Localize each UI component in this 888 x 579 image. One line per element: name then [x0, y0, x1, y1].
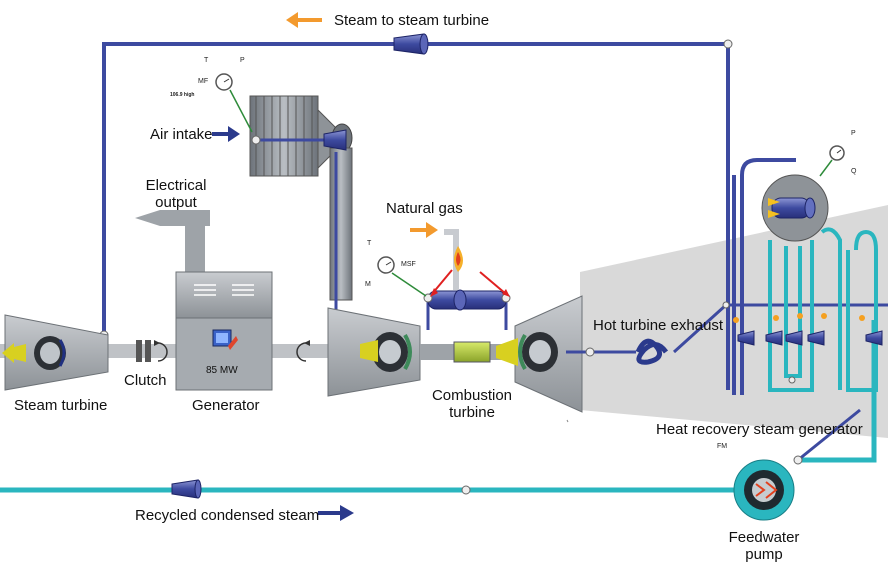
air-intake-gauge-icon: [215, 73, 253, 133]
hot-turbine-exhaust-label: Hot turbine exhaust: [593, 317, 724, 334]
exhaust-heat-coil-icon: [635, 338, 669, 365]
generator-label: Generator: [192, 397, 260, 414]
air-gauge-t: T: [204, 57, 209, 64]
steam-to-turbine-label: Steam to steam turbine: [334, 12, 490, 29]
pump-meter-fm: FM: [717, 443, 728, 450]
generator-output-value: 85 MW: [206, 365, 238, 376]
electrical-output-label: Electrical output: [140, 177, 212, 211]
feedwater-pump: [733, 459, 795, 521]
gas-gauge-icon: [377, 256, 427, 297]
generator-shaft-rotation-icon: [296, 342, 307, 362]
combustor-core: [453, 341, 491, 363]
drum-gauge-p: P: [851, 130, 856, 137]
combustion-turbine-line-1: Combustion: [431, 387, 513, 404]
hrsg-header-valves: [733, 313, 883, 346]
air-intake-arrow-icon: [212, 126, 240, 142]
gas-gauge-m: M: [365, 281, 371, 288]
air-intake-label: Air intake: [150, 126, 213, 143]
gas-turbine: [496, 295, 583, 413]
hrsg-label: Heat recovery steam generator: [656, 421, 863, 438]
feedwater-pump-label: Feedwater pump: [718, 529, 810, 563]
hrsg-tubes: [732, 158, 878, 395]
natural-gas-label: Natural gas: [386, 200, 463, 217]
combustor-chamber: [426, 289, 508, 330]
air-gauge-p: P: [240, 57, 245, 64]
feedwater-pump-line-2: pump: [745, 546, 783, 563]
air-intake-valve-icon: [323, 129, 347, 151]
feedwater-to-hrsg-pipe: [797, 408, 861, 462]
gas-gauge-msf: MSF: [401, 261, 416, 268]
gas-burner: [430, 229, 510, 297]
clutch-label: Clutch: [124, 372, 167, 389]
clutch-icon: [136, 340, 168, 362]
natural-gas-arrow-icon: [410, 222, 438, 238]
gas-gauge-t: T: [367, 240, 372, 247]
recycled-condensed-steam-label: Recycled condensed steam: [135, 507, 320, 524]
condensate-valve-icon: [171, 479, 202, 499]
steam-turbine: [2, 314, 109, 391]
top-steam-valve-icon: [393, 33, 429, 55]
electrical-output-line-1: Electrical: [145, 177, 207, 194]
drum-gauge-q: Q: [851, 168, 857, 175]
steam-drum: [761, 174, 829, 242]
compressor: [327, 307, 421, 397]
combustion-turbine-line-2: turbine: [449, 404, 495, 421]
electrical-output-line-2: output: [155, 194, 197, 211]
steam-arrow-icon: [286, 12, 322, 28]
feedwater-pump-line-1: Feedwater: [728, 529, 800, 546]
combustion-turbine-label: Combustion turbine: [424, 387, 520, 421]
condensate-arrow-icon: [318, 505, 354, 521]
drum-gauge-icon: [819, 145, 845, 177]
generator: [135, 210, 273, 391]
steam-turbine-label: Steam turbine: [14, 397, 108, 414]
air-gauge-mf: MF: [198, 78, 209, 85]
air-gauge-reading: 106.9 high: [170, 92, 195, 98]
